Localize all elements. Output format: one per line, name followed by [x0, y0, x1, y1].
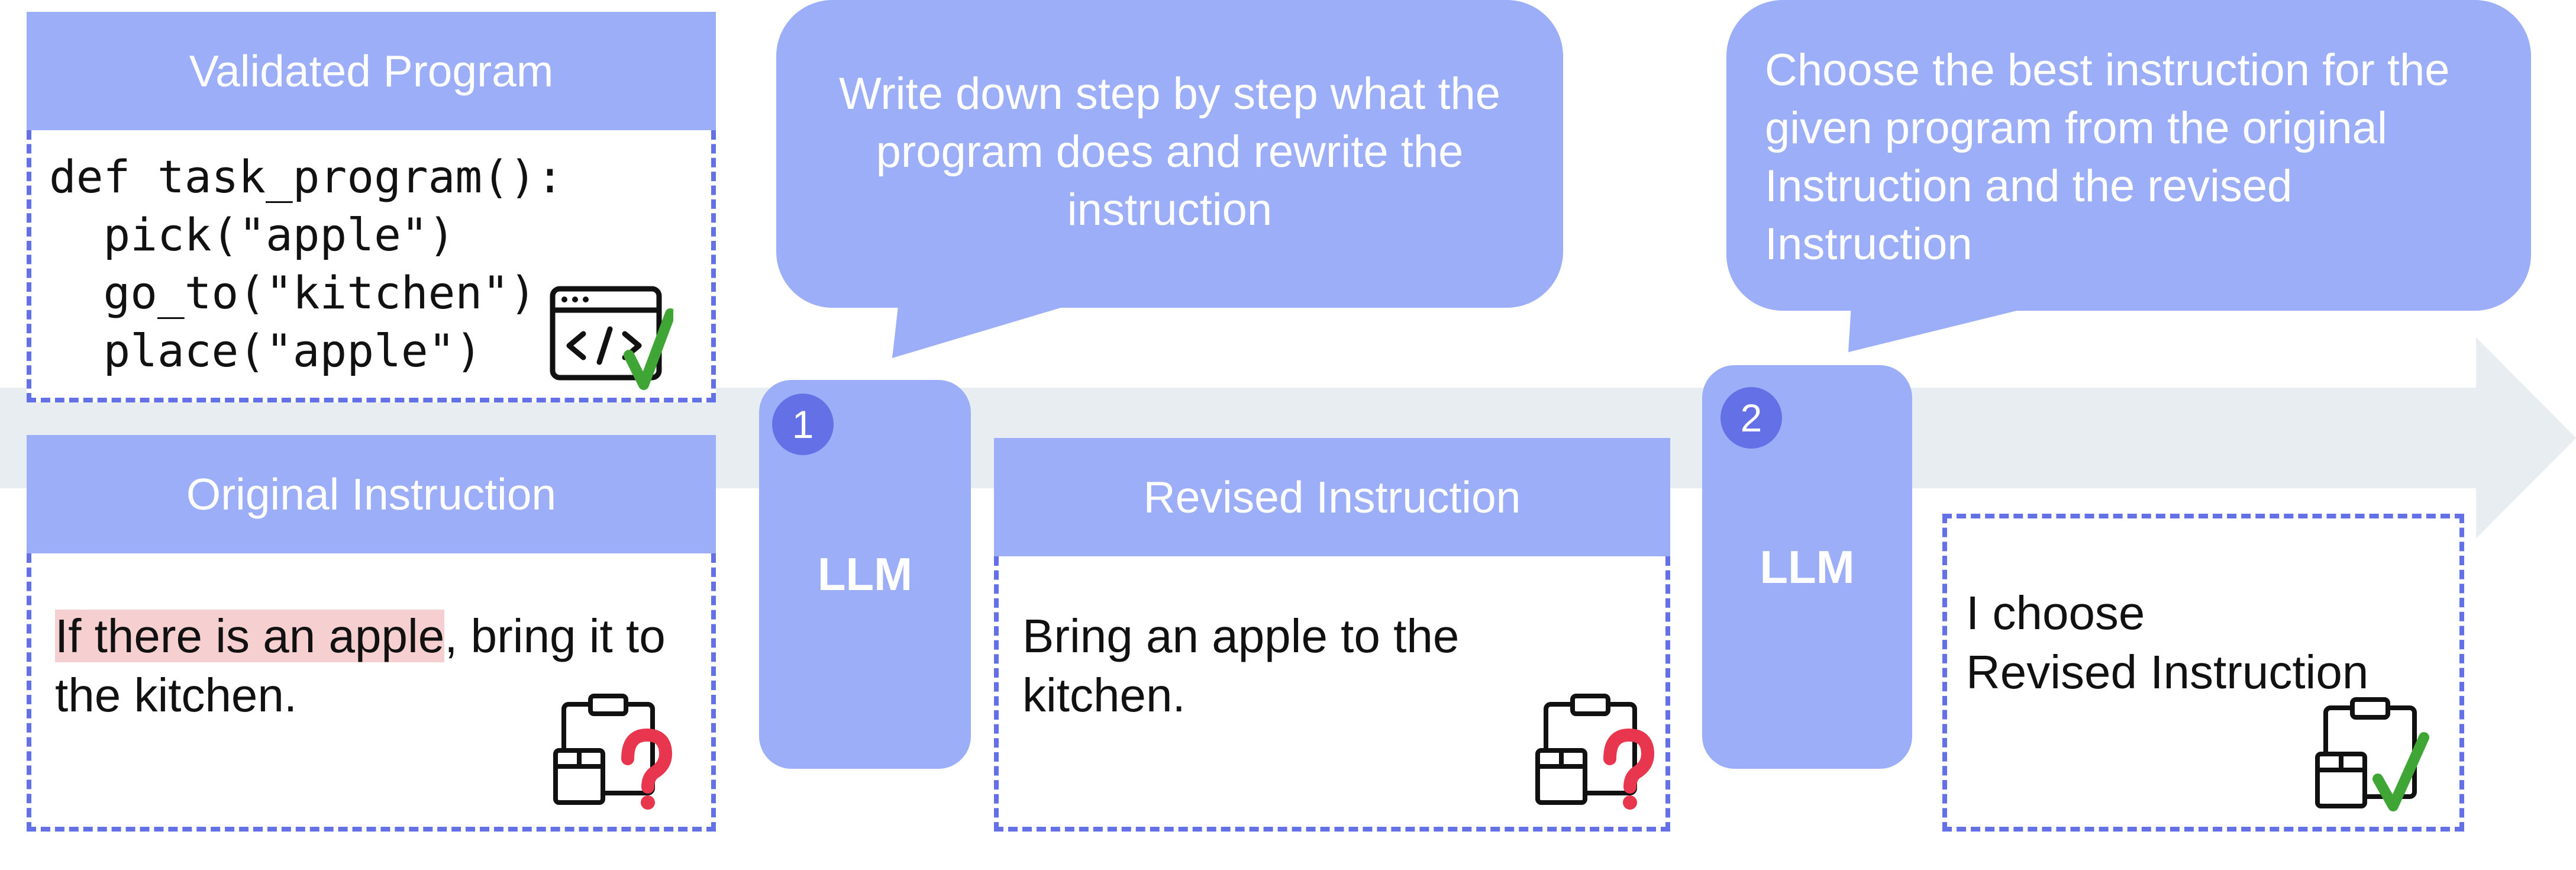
instruction-highlight: If there is an apple: [55, 610, 445, 662]
bubble-1-line-3: instruction: [1067, 185, 1273, 235]
llm-1-label: LLM: [817, 548, 913, 600]
original-instruction-title: Original Instruction: [186, 469, 557, 519]
instruction-rest: , bring it to: [444, 610, 666, 662]
choice-text: I choose Revised Instruction: [1966, 584, 2368, 702]
bubble-2-line-4: Instruction: [1765, 219, 1973, 269]
code-line-2: pick("apple"): [49, 208, 456, 261]
step-2-number: 2: [1740, 396, 1762, 440]
step-1-number: 1: [792, 402, 814, 446]
bubble-1: Write down step by step what the program…: [776, 0, 1563, 308]
program-code: def task_program(): pick("apple") go_to(…: [49, 148, 563, 380]
revised-instruction-title: Revised Instruction: [1143, 472, 1521, 522]
choice-line-1: I choose: [1966, 587, 2145, 639]
validated-program-box: def task_program(): pick("apple") go_to(…: [27, 130, 716, 402]
code-line-4: place("apple"): [49, 324, 483, 377]
revised-line-2: kitchen.: [1022, 669, 1186, 721]
bubble-2-line-1: Choose the best instruction for the: [1765, 45, 2450, 95]
bubble-1-tail: [892, 296, 1100, 358]
bubble-2-line-3: Instruction and the revised: [1765, 161, 2293, 211]
step-2-badge: 2: [1720, 387, 1782, 449]
choice-box: I choose Revised Instruction: [1942, 514, 2464, 832]
original-instruction-box: If there is an apple, bring it to the ki…: [27, 553, 716, 832]
original-instruction-header: Original Instruction: [27, 435, 716, 553]
revised-instruction-header: Revised Instruction: [994, 438, 1670, 556]
bubble-2: Choose the best instruction for the give…: [1726, 0, 2531, 311]
clipboard-box-question-icon: [553, 694, 673, 810]
validated-program-header: Validated Program: [27, 12, 716, 130]
bubble-1-line-2: program does and rewrite the: [876, 127, 1464, 177]
revised-instruction-text: Bring an apple to the kitchen.: [1022, 607, 1459, 725]
instruction-line-2: the kitchen.: [55, 669, 298, 721]
clipboard-box-check-icon: [2315, 697, 2429, 811]
choice-line-2: Revised Instruction: [1966, 646, 2369, 698]
bubble-2-line-2: given program from the original: [1765, 103, 2387, 153]
revised-line-1: Bring an apple to the: [1022, 610, 1460, 662]
code-window-check-icon: [550, 286, 673, 390]
clipboard-box-question-icon: [1535, 694, 1655, 810]
step-1-badge: 1: [772, 394, 834, 455]
revised-instruction-box: Bring an apple to the kitchen.: [994, 556, 1670, 832]
bubble-1-line-1: Write down step by step what the: [838, 69, 1501, 119]
code-line-1: def task_program():: [49, 150, 564, 203]
llm-2-label: LLM: [1760, 540, 1855, 593]
validated-program-title: Validated Program: [189, 46, 554, 96]
original-instruction-text: If there is an apple, bring it to the ki…: [55, 607, 666, 725]
code-line-3: go_to("kitchen"): [49, 266, 537, 319]
